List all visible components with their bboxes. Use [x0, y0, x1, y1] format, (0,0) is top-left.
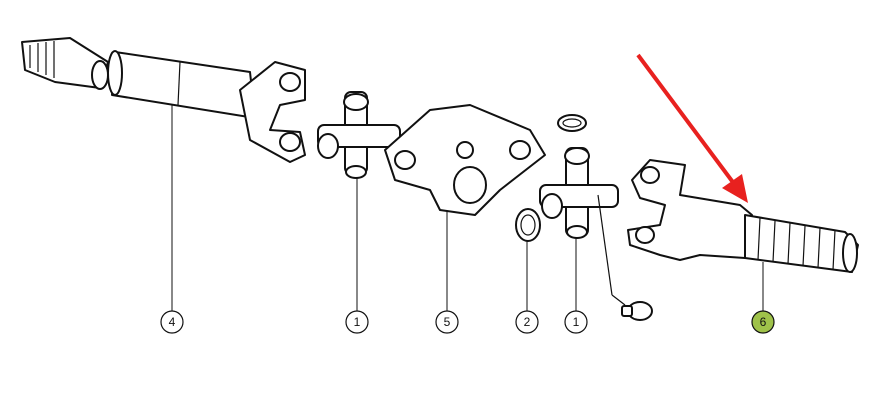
callout-2: 2 [515, 310, 539, 334]
svg-text:4: 4 [169, 315, 176, 329]
part-2-snap-rings [515, 114, 587, 242]
red-pointer-arrow [636, 53, 748, 203]
svg-text:5: 5 [444, 315, 451, 329]
callout-6-highlighted: 6 [751, 310, 775, 334]
svg-text:6: 6 [760, 315, 767, 329]
svg-text:2: 2 [524, 315, 531, 329]
svg-text:1: 1 [354, 315, 361, 329]
svg-text:1: 1 [573, 315, 580, 329]
callout-5: 5 [435, 310, 459, 334]
callout-1b: 1 [564, 310, 588, 334]
callout-4: 4 [160, 310, 184, 334]
part-1-universal-joint-cross [317, 91, 401, 179]
part-1-universal-joint-cross [539, 147, 619, 239]
part-6-splined-yoke-shaft [627, 159, 859, 273]
grease-fitting-bolt [597, 194, 653, 321]
callout-1: 1 [345, 310, 369, 334]
part-5-flange-coupling [384, 104, 546, 216]
part-4-shaft-with-yoke [21, 37, 306, 163]
